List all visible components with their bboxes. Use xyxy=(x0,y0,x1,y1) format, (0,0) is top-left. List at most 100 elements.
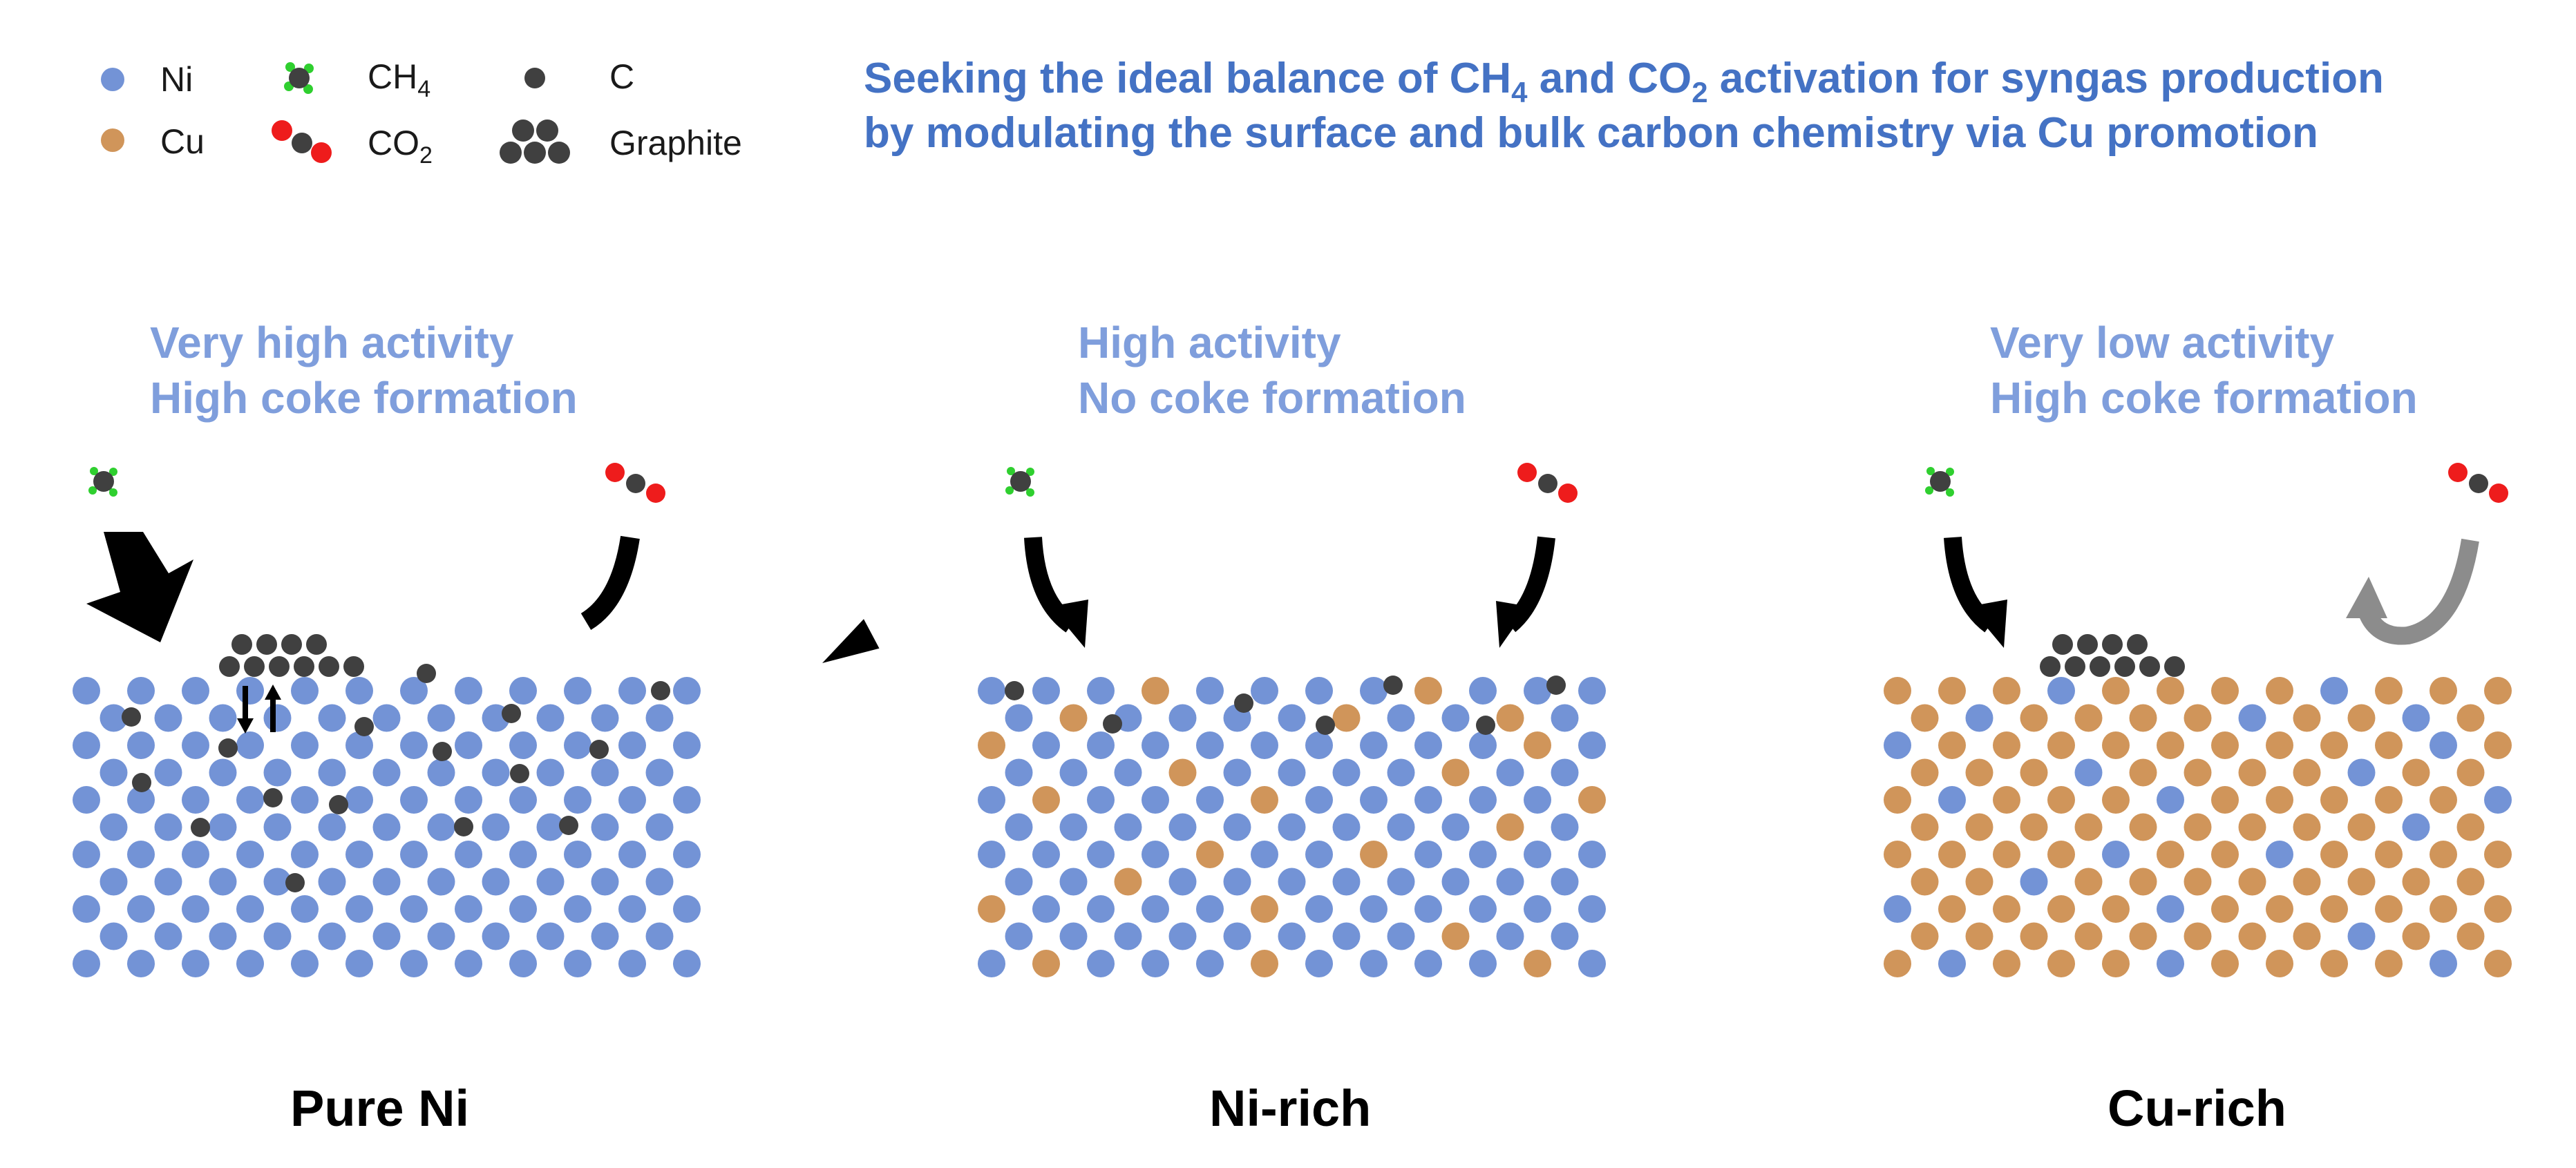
ni-atom xyxy=(1414,786,1442,814)
ni-atom xyxy=(591,813,619,841)
cu-atom xyxy=(2238,868,2266,896)
cu-atom xyxy=(2320,731,2348,759)
ni-atom xyxy=(2347,922,2376,950)
graphite-carbon-atom xyxy=(319,656,339,677)
ni-atom xyxy=(1168,813,1197,841)
graphite-carbon-atom xyxy=(2077,634,2098,655)
legend-ch4-label: CH4 xyxy=(368,57,430,102)
ni-atom xyxy=(1496,758,1524,787)
ni-atom xyxy=(1414,950,1442,977)
cu-atom xyxy=(2375,731,2403,759)
cu-atom xyxy=(1496,813,1524,841)
ni-atom xyxy=(1059,758,1088,787)
oxygen-atom xyxy=(1517,463,1537,482)
ni-atom xyxy=(345,677,373,705)
ni-atom xyxy=(1884,731,1911,759)
ni-atom xyxy=(482,922,510,950)
ni-atom xyxy=(1360,731,1388,759)
ch4-adsorption-arrow xyxy=(1024,537,1088,648)
cu-atom xyxy=(1938,731,1966,759)
cu-atom xyxy=(2047,786,2075,814)
ni-atom xyxy=(372,868,401,896)
ni-atom xyxy=(978,677,1005,705)
ni-atom xyxy=(263,758,292,787)
cu-atom xyxy=(1360,841,1388,868)
ni-atom xyxy=(618,677,646,705)
cu-atom xyxy=(2375,950,2403,977)
ni-atom xyxy=(645,813,674,841)
ni-atom xyxy=(1278,813,1306,841)
co2-adsorption-arrow xyxy=(1496,536,1555,648)
hydrogen-atom xyxy=(1007,467,1015,475)
ni-atom xyxy=(236,841,264,868)
ni-atom xyxy=(2157,950,2184,977)
ni-atom xyxy=(1551,758,1579,787)
cu-atom xyxy=(2266,786,2293,814)
headline-line-1: Seeking the ideal balance of CH4 and CO2… xyxy=(864,55,2384,108)
ni-atom xyxy=(236,950,264,977)
cu-atom xyxy=(1993,731,2020,759)
ni-atom xyxy=(372,704,401,732)
ni-atom xyxy=(1578,677,1606,705)
ni-atom xyxy=(291,950,319,977)
headline-line-2: by modulating the surface and bulk carbo… xyxy=(864,109,2318,157)
cu-atom xyxy=(1032,950,1060,977)
ni-atom xyxy=(427,868,455,896)
ni-atom xyxy=(1496,868,1524,896)
graphite-carbon-atom xyxy=(219,656,240,677)
cu-atom xyxy=(978,895,1005,923)
panel-title: Ni-rich xyxy=(1209,1080,1371,1137)
ni-atom xyxy=(1278,922,1306,950)
ni-atom xyxy=(618,950,646,977)
ni-atom xyxy=(127,731,155,759)
ni-atom xyxy=(1114,922,1142,950)
ni-atom xyxy=(618,731,646,759)
ni-atom xyxy=(2347,758,2376,787)
ni-atom xyxy=(564,895,591,923)
ni-atom xyxy=(1196,786,1224,814)
cu-atom xyxy=(2129,922,2157,950)
ni-atom xyxy=(209,868,237,896)
ni-atom xyxy=(1332,813,1361,841)
ni-atom xyxy=(673,731,701,759)
ni-atom xyxy=(1332,758,1361,787)
hydrogen-atom xyxy=(1926,467,1935,475)
ni-atom xyxy=(1332,868,1361,896)
ni-atom xyxy=(1938,950,1966,977)
carbon-atom xyxy=(122,707,141,727)
cu-atom xyxy=(1911,922,1939,950)
ni-atom xyxy=(618,841,646,868)
carbon-atom xyxy=(191,818,210,837)
cu-atom xyxy=(2020,813,2048,841)
cu-atom xyxy=(2102,786,2130,814)
ni-atom xyxy=(591,704,619,732)
ni-atom xyxy=(1223,813,1251,841)
ni-atom xyxy=(1032,841,1060,868)
ni-atom xyxy=(1223,868,1251,896)
legend-c-label: C xyxy=(609,57,634,96)
ni-atom xyxy=(209,813,237,841)
panel-status-activity: Very low activity xyxy=(1990,318,2334,367)
ni-atom xyxy=(1578,841,1606,868)
cu-atom xyxy=(1938,841,1966,868)
ni-atom xyxy=(1578,950,1606,977)
ni-atom xyxy=(673,677,701,705)
ni-atom xyxy=(509,950,537,977)
ni-atom xyxy=(1196,950,1224,977)
cu-atom xyxy=(2047,731,2075,759)
ni-atom xyxy=(182,950,209,977)
ni-atom xyxy=(1278,868,1306,896)
hydrogen-atom xyxy=(109,468,117,476)
ni-atom xyxy=(1524,841,1551,868)
panel-title: Cu-rich xyxy=(2108,1080,2286,1137)
panel-cu-rich: Very low activity High coke formation Cu… xyxy=(1884,318,2512,1137)
cu-atom xyxy=(1251,950,1278,977)
ni-atom xyxy=(591,758,619,787)
ni-atom xyxy=(2020,868,2048,896)
carbon-diffusion-arrows xyxy=(237,684,281,734)
ni-atom xyxy=(1087,950,1115,977)
ni-atom xyxy=(1524,895,1551,923)
bulk-carbon-atoms xyxy=(122,664,670,892)
ni-atom xyxy=(1114,758,1142,787)
graphite-carbon-atom xyxy=(2040,656,2061,677)
